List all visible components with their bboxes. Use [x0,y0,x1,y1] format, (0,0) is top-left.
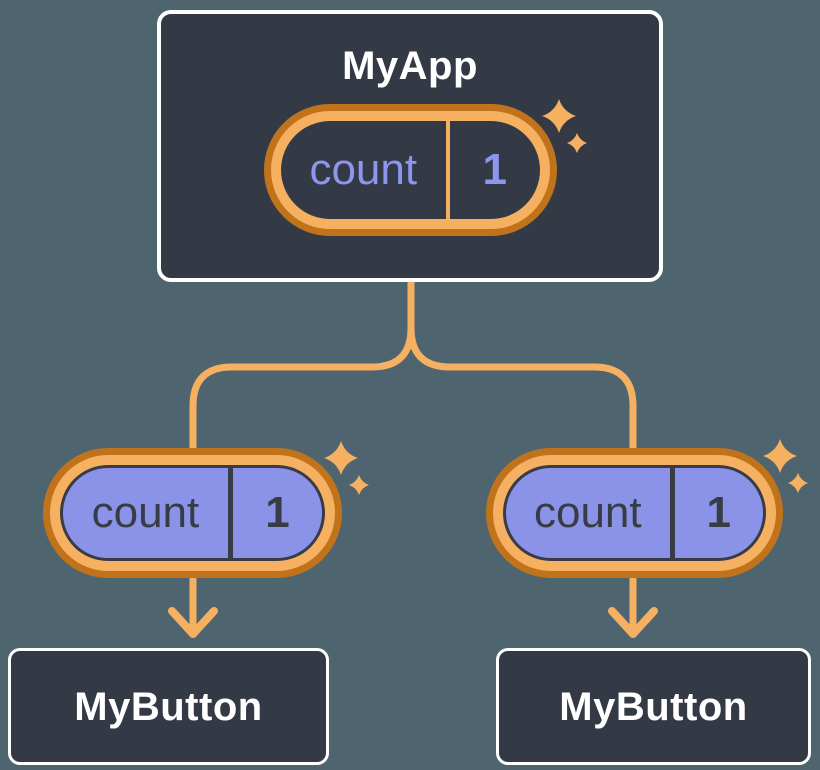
state-value: 1 [265,488,290,537]
root-state-pill: count 1 [263,104,557,236]
right-child-state-pill: count 1 [486,448,783,578]
pill-divider [227,468,233,558]
root-component-box: MyApp count 1 [157,10,663,282]
connector-left-branch [189,278,415,636]
sparkles-icon [542,99,587,153]
right-child-component-box: MyButton [496,648,811,765]
component-title: MyButton [559,684,748,729]
pill-divider [446,121,451,219]
component-title: MyButton [74,684,263,729]
state-value: 1 [706,488,732,537]
left-child-component-box: MyButton [8,648,329,765]
arrowhead-left-icon [168,607,218,638]
left-child-state-pill: count 1 [43,448,342,578]
sparkles-icon [763,439,808,493]
component-title: MyApp [342,44,478,88]
state-pill-body: count 1 [503,465,766,561]
state-pill-body: count 1 [280,121,540,219]
state-label: count [91,488,200,537]
state-value: 1 [482,145,507,194]
sparkles-icon [324,441,369,495]
arrowhead-right-icon [608,607,658,638]
connector-right-branch [407,278,637,636]
state-label: count [533,488,642,537]
state-label: count [309,145,418,194]
pill-divider [669,468,675,558]
state-pill-body: count 1 [60,465,325,561]
